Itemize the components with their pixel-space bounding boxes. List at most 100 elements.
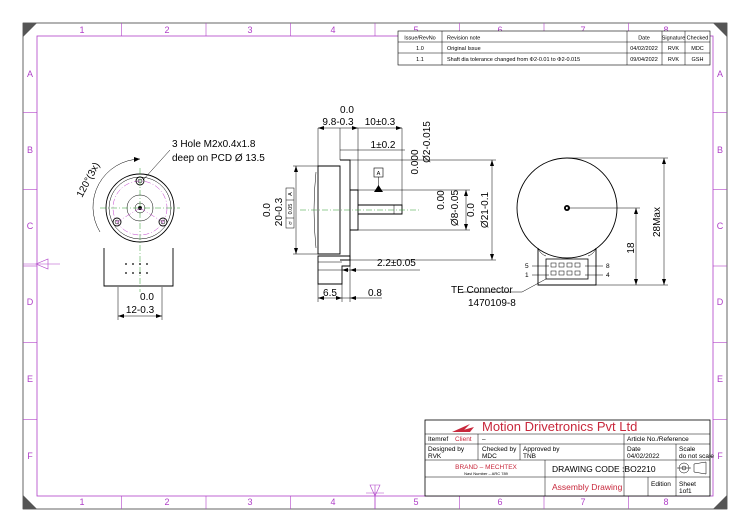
rear-view: 5 1 8 4 TE Connector 1470109-8 18 28Max: [451, 157, 668, 309]
brand-label: BRAND – MECHTEX: [455, 464, 517, 471]
boss-dim-lower: Ø8-0.05: [450, 189, 461, 226]
dim-1: 1±0.2: [371, 140, 396, 151]
pin-label: 5: [525, 263, 529, 270]
grid-zone-ticks: [23, 23, 727, 509]
checked-by-value: MDC: [482, 453, 497, 460]
revision-header: Checked: [687, 36, 709, 42]
grid-col-label: 2: [164, 25, 169, 35]
side-motor-body: [317, 165, 341, 255]
width-dim-upper: 0.0: [140, 292, 154, 303]
datum-label: A: [377, 171, 381, 177]
angle-arc: [92, 158, 141, 233]
body-dim-lower: Ø21-0.1: [480, 191, 491, 228]
date-value: 04/02/2022: [627, 453, 660, 460]
grid-row-label: C: [717, 221, 724, 231]
hole-note: 3 Hole M2x0.4x1.8: [172, 139, 256, 150]
dim-18: 18: [626, 242, 637, 254]
corner-mark: [23, 495, 37, 509]
grid-row-label: A: [27, 69, 33, 79]
gdt-symbol: ⌭: [288, 221, 294, 225]
connector-part-number: 1470109-8: [468, 298, 516, 309]
rear-base: [537, 248, 597, 286]
itemref-label: Itemref: [428, 436, 448, 443]
grid-column-labels-top: 1 2 3 4 5 6 7 8: [79, 25, 668, 35]
grid-col-label: 6: [497, 25, 502, 35]
top-dim-lower: 9.8-0.3: [322, 117, 354, 128]
designed-by-value: RVK: [428, 453, 442, 460]
revision-cell: RVK: [668, 57, 680, 63]
revision-table: Issue/RevNo Revision note Date Signature…: [397, 30, 711, 66]
grid-row-label: F: [717, 451, 723, 461]
edition-label: Edition: [651, 481, 671, 488]
connector-pins-rear: [550, 262, 581, 276]
article-label: Article No./Reference: [627, 436, 689, 443]
scale-value: do not scale: [679, 453, 714, 460]
title-block: Motion Drivetronics Pvt Ltd Itemref Clie…: [424, 419, 714, 497]
company-name: Motion Drivetronics Pvt Ltd: [482, 419, 637, 434]
revision-cell: RVK: [668, 46, 680, 52]
front-view: 120°(3x) 3 Hole M2x0.4x1.8 deep on PCD Ø…: [75, 139, 265, 320]
grid-row-label: D: [27, 297, 34, 307]
grid-col-label: 7: [580, 497, 585, 507]
projection-symbol-icon: [677, 461, 707, 475]
grid-row-label: F: [27, 451, 33, 461]
front-base-plate: [103, 248, 174, 287]
revision-cell: 04/02/2022: [630, 46, 658, 52]
connector-name: TE Connector: [451, 285, 513, 296]
client-value: –: [482, 436, 486, 443]
corner-mark: [713, 23, 727, 37]
grid-col-label: 6: [497, 497, 502, 507]
te-connector: [545, 258, 589, 280]
grid-row-label: E: [717, 374, 723, 384]
revision-header: Revision note: [447, 36, 480, 42]
grid-col-label: 8: [663, 497, 668, 507]
revision-header: Signature: [662, 36, 686, 42]
drawing-code: DRAWING CODE :BO2210: [552, 464, 656, 474]
sheet-label: Sheet: [679, 481, 696, 488]
scale-label: Scale: [679, 446, 696, 453]
dim-0-8: 0.8: [368, 288, 382, 299]
pin-label: 8: [606, 263, 610, 270]
boss-dim-upper: 0.00: [436, 190, 447, 210]
drawing-type: Assembly Drawing: [552, 482, 623, 492]
part-number: Navi Number – ARC 789: [464, 471, 509, 476]
connector-pins-front: [125, 263, 148, 274]
date-label: Date: [627, 446, 641, 453]
grid-row-labels: A B C D E F A B C D E F: [27, 69, 724, 461]
centering-marks: [23, 258, 384, 509]
grid-col-label: 2: [164, 497, 169, 507]
grid-row-label: D: [717, 297, 724, 307]
revision-cell: 1.0: [416, 46, 424, 52]
revision-cell: Shaft dia tolerance changed from Φ2-0.01…: [447, 57, 580, 63]
pin-label: 1: [525, 272, 529, 279]
grid-row-label: C: [27, 221, 34, 231]
side-view: A 0.0 9.8-0.3 10±0.3 1±0.2 0.000 Ø2-0.01…: [262, 105, 496, 302]
checked-by-label: Checked by: [482, 446, 517, 453]
grid-col-label: 8: [663, 25, 668, 35]
top-dim-upper: 0.0: [340, 105, 354, 116]
revision-cell: MDC: [691, 46, 704, 52]
revision-cell: GSH: [692, 57, 704, 63]
approved-by-value: TNB: [523, 453, 536, 460]
company-logo: [452, 424, 474, 432]
angle-label: 120°(3x): [75, 161, 103, 200]
revision-header: Date: [638, 36, 650, 42]
corner-mark: [713, 495, 727, 509]
shaft-tol-lower: Ø2-0.015: [422, 121, 433, 163]
revision-cell: 09/04/2022: [630, 57, 658, 63]
grid-row-label: B: [717, 145, 723, 155]
height-dim-lower: 20-0.3: [274, 197, 285, 226]
designed-by-label: Designed by: [428, 446, 465, 453]
height-dim-upper: 0.0: [262, 203, 273, 217]
grid-col-label: 5: [413, 497, 418, 507]
grid-col-label: 7: [580, 25, 585, 35]
approved-by-label: Approved by: [523, 446, 560, 453]
grid-col-label: 1: [79, 25, 84, 35]
grid-col-label: 4: [330, 25, 335, 35]
grid-col-label: 3: [247, 497, 252, 507]
width-dim-lower: 12-0.3: [126, 305, 155, 316]
gdt-value: 0.05: [288, 204, 294, 215]
revision-cell: 1.1: [416, 57, 424, 63]
grid-col-label: 3: [247, 25, 252, 35]
shaft-tol-upper: 0.000: [410, 149, 421, 174]
